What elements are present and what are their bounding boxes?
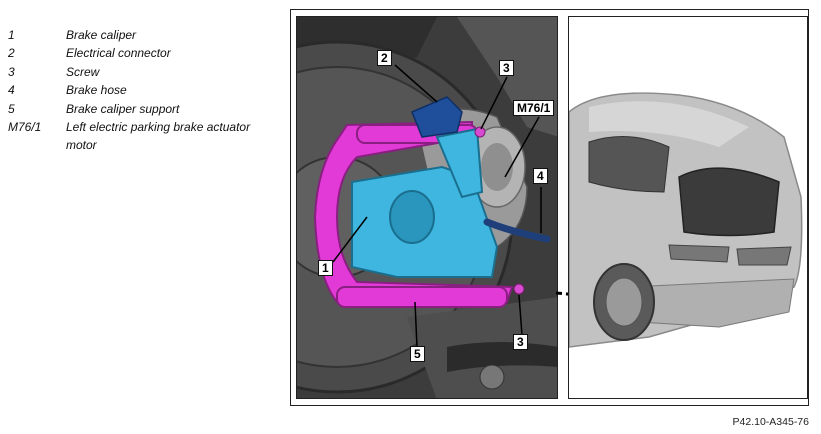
legend-label: Brake hose <box>66 83 127 98</box>
legend: 1 Brake caliper 2 Electrical connector 3… <box>8 26 278 155</box>
brake-assembly-drawing <box>297 17 557 398</box>
vehicle-drawing <box>569 92 803 348</box>
legend-item: M76/1 Left electric parking brake actuat… <box>8 118 278 155</box>
legend-number: 2 <box>8 46 15 61</box>
brake-hose-shape <box>483 218 551 243</box>
callout-electrical-connector: 2 <box>377 50 392 66</box>
electrical-connector-shape <box>411 96 463 138</box>
legend-item: 3 Screw <box>8 63 278 81</box>
callout-brake-caliper: 1 <box>318 260 333 276</box>
legend-number: M76/1 <box>8 120 42 135</box>
legend-label: Brake caliper support <box>66 101 180 116</box>
legend-label: Brake caliper <box>66 28 137 42</box>
callout-screw-top: 3 <box>499 60 514 76</box>
legend-item: 2 Electrical connector <box>8 44 278 62</box>
legend-label: Electrical connector <box>66 46 171 61</box>
legend-label: Left electric parking brake actuator mot… <box>66 120 251 153</box>
brake-assembly-illustration <box>296 16 558 399</box>
figure-reference: P42.10-A345-76 <box>732 416 809 428</box>
callout-actuator-motor: M76/1 <box>513 100 555 116</box>
legend-label: Screw <box>66 64 100 79</box>
callout-screw-bottom: 3 <box>513 334 528 350</box>
legend-item: 1 Brake caliper <box>8 26 278 44</box>
legend-item: 5 Brake caliper support <box>8 100 278 118</box>
callout-caliper-support: 5 <box>410 346 425 362</box>
legend-number: 3 <box>8 64 15 79</box>
callout-brake-hose: 4 <box>533 168 548 184</box>
legend-number: 4 <box>8 83 15 98</box>
legend-item: 4 Brake hose <box>8 81 278 99</box>
legend-number: 5 <box>8 101 15 116</box>
vehicle-illustration <box>568 16 808 399</box>
caliper-support-shape <box>313 120 514 303</box>
legend-number: 1 <box>8 28 15 42</box>
rear-window-shape <box>678 167 780 237</box>
